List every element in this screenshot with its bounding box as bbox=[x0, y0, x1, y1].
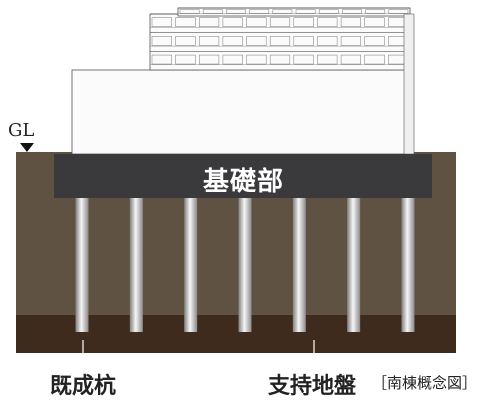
building bbox=[71, 7, 415, 155]
building-block bbox=[177, 7, 411, 17]
window bbox=[175, 54, 196, 65]
window bbox=[269, 54, 291, 65]
window bbox=[364, 36, 385, 46]
window bbox=[269, 17, 291, 27]
window bbox=[317, 36, 338, 46]
building-block bbox=[71, 69, 413, 155]
window bbox=[295, 9, 316, 14]
window bbox=[342, 9, 362, 14]
pile bbox=[75, 198, 89, 332]
window bbox=[179, 9, 200, 14]
pile bbox=[401, 198, 415, 332]
window bbox=[246, 54, 267, 65]
building-block bbox=[149, 13, 411, 71]
window bbox=[199, 54, 220, 65]
window bbox=[175, 36, 196, 46]
window bbox=[151, 36, 172, 46]
window bbox=[222, 36, 243, 46]
window bbox=[222, 54, 243, 65]
window bbox=[365, 9, 386, 14]
window bbox=[388, 9, 409, 14]
window bbox=[340, 54, 361, 65]
window bbox=[151, 54, 172, 65]
foundation-label: 基礎部 bbox=[203, 167, 285, 197]
window bbox=[318, 9, 339, 14]
window bbox=[226, 9, 246, 14]
window bbox=[340, 17, 361, 27]
window bbox=[222, 17, 243, 27]
window bbox=[151, 17, 172, 27]
window bbox=[249, 9, 270, 14]
window bbox=[199, 36, 220, 46]
pile-label: 既成杭 bbox=[50, 374, 117, 399]
piles bbox=[75, 198, 415, 332]
window bbox=[293, 54, 314, 65]
window bbox=[246, 17, 267, 27]
window bbox=[293, 17, 314, 27]
concept-note: ［南棟概念図］ bbox=[372, 374, 478, 392]
bearing-stratum-label: 支持地盤 bbox=[268, 374, 357, 399]
pile bbox=[347, 198, 361, 332]
window bbox=[364, 54, 385, 65]
window bbox=[293, 36, 314, 46]
side-column bbox=[403, 13, 415, 155]
window bbox=[340, 36, 361, 46]
window bbox=[317, 17, 338, 27]
pile bbox=[129, 198, 143, 332]
window bbox=[364, 17, 385, 27]
window bbox=[175, 17, 196, 27]
window bbox=[246, 36, 267, 46]
gl-label: GL bbox=[8, 120, 35, 141]
pile bbox=[238, 198, 252, 332]
foundation-slab bbox=[54, 154, 432, 198]
gl-marker-icon bbox=[20, 143, 34, 152]
window bbox=[202, 9, 223, 14]
pile bbox=[292, 198, 306, 332]
window bbox=[272, 9, 293, 14]
window bbox=[199, 17, 220, 27]
bearing-stratum-layer bbox=[16, 315, 456, 353]
pile bbox=[184, 198, 198, 332]
window bbox=[317, 54, 338, 65]
window bbox=[269, 36, 291, 46]
